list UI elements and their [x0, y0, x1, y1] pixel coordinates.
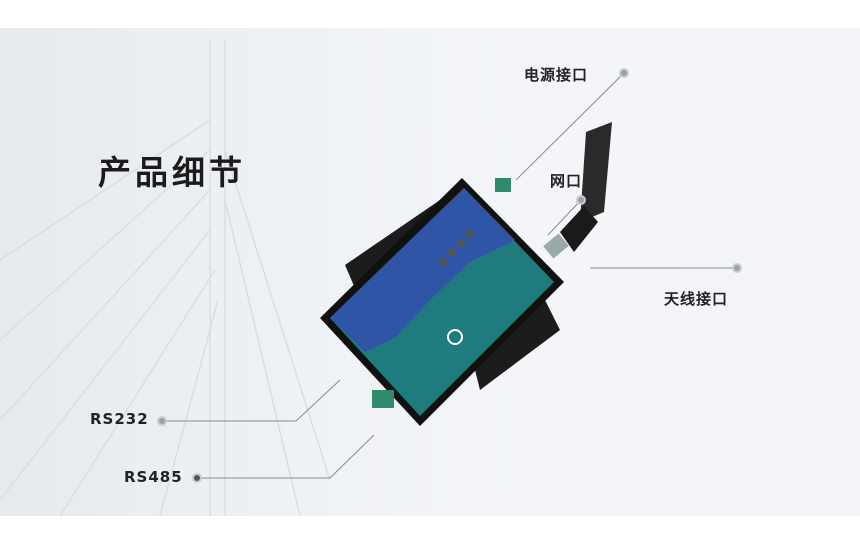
background-bridge — [0, 40, 331, 517]
page-title: 产品细节 — [98, 153, 246, 192]
label-antenna-port: 天线接口 — [664, 290, 729, 308]
label-rs485: RS485 — [124, 468, 183, 486]
antenna — [543, 122, 612, 259]
device — [320, 178, 564, 426]
callout-lines — [162, 72, 737, 479]
label-network-port: 网口 — [550, 172, 583, 190]
label-rs232: RS232 — [90, 410, 149, 428]
callout-dots — [157, 68, 742, 483]
label-power-port: 电源接口 — [524, 66, 589, 84]
